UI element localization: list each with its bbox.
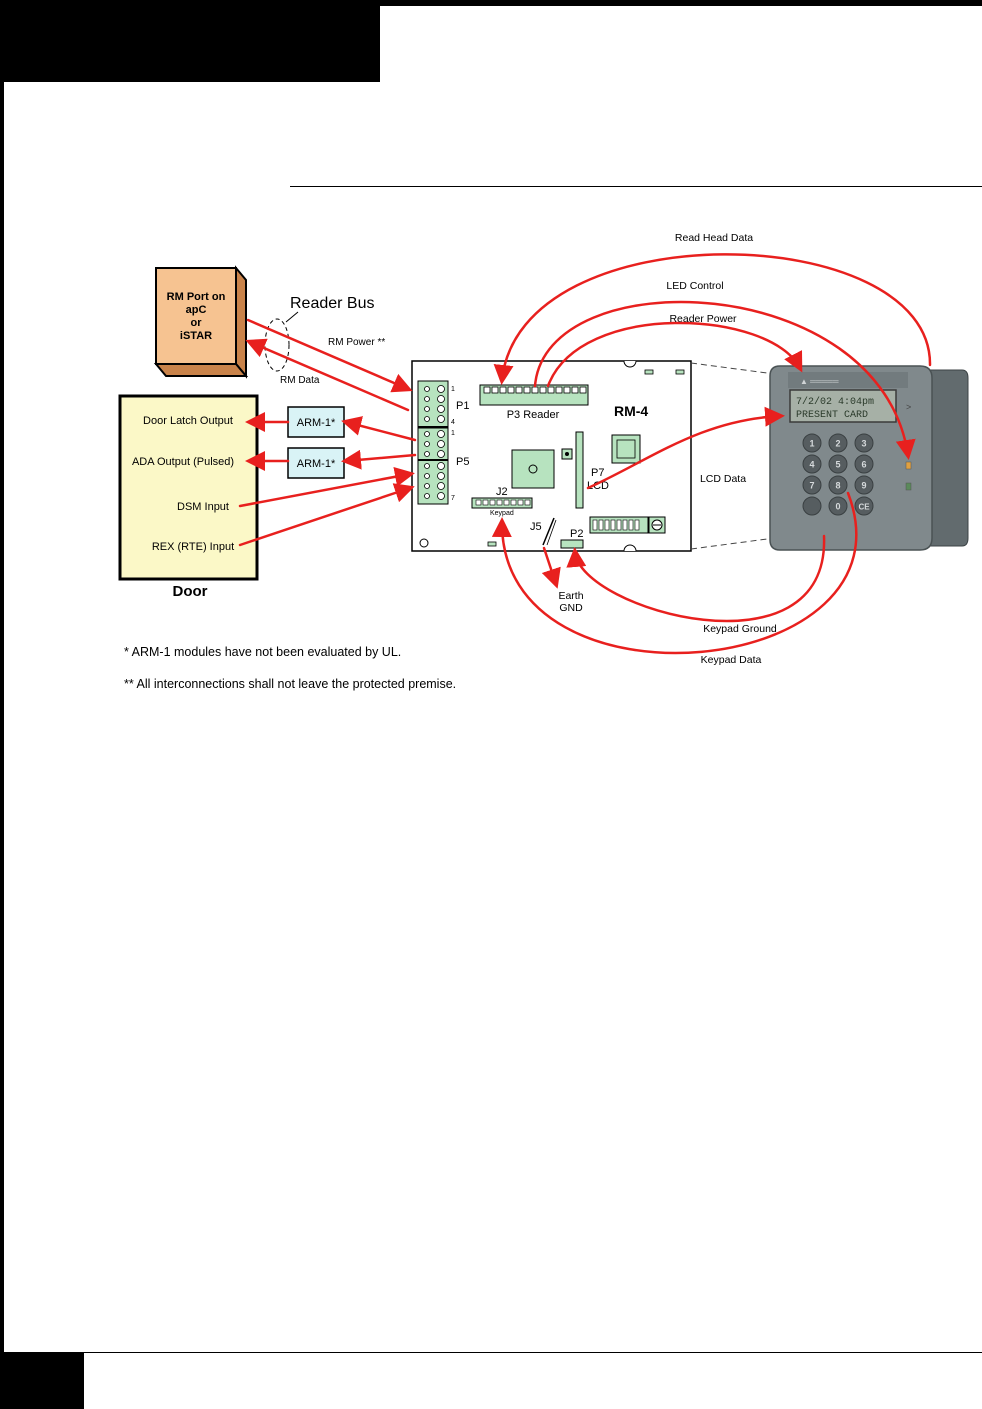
rm-port-line2: apC (186, 304, 207, 316)
ada-output-label: ADA Output (Pulsed) (132, 456, 234, 468)
regulator-chip (511, 449, 555, 489)
keypad-key[interactable] (802, 496, 822, 516)
dsm-input-label: DSM Input (177, 501, 229, 513)
door-box: Door Latch Output ADA Output (Pulsed) DS… (118, 394, 259, 600)
header-black-block (0, 0, 380, 82)
keypad-key-label: 3 (861, 439, 866, 449)
rm-data-label: RM Data (280, 375, 320, 386)
terminal-p1: 1 4 P1 (417, 380, 469, 428)
terminal-p5: 1 7 P5 (417, 427, 469, 505)
keypad-keys: 1 2 3 4 5 6 7 8 9 0 CE (802, 433, 874, 516)
keypad-key[interactable] (802, 433, 822, 453)
p7-label: P7 (591, 467, 604, 479)
keypad-key-label: 4 (809, 460, 814, 470)
page-top-border (0, 0, 982, 6)
arm-module-2-label: ARM-1* (297, 458, 336, 470)
rm-power-label: RM Power ** (328, 337, 385, 348)
lcd-line1: 7/2/02 4:04pm (796, 396, 874, 408)
rm-port-box: RM Port on apC or iSTAR (153, 265, 249, 379)
read-head-data-label: Read Head Data (675, 232, 753, 244)
keypad-reader-device: ▲ ═════ 7/2/02 4:04pm PRESENT CARD > 1 2 3… (769, 365, 969, 551)
connector-p3: P3 Reader (479, 384, 589, 421)
keypad-key-label: 2 (835, 439, 840, 449)
keypad-key-label: 7 (809, 481, 814, 491)
board-title: RM-4 (614, 403, 648, 419)
rm-port-line3: or (191, 317, 203, 329)
page-left-border (0, 0, 4, 1409)
keypad-key[interactable] (828, 475, 848, 495)
svg-text:▲ ═════: ▲ ═════ (800, 377, 839, 386)
keypad-data-label: Keypad Data (701, 654, 762, 666)
arm-module-2: ARM-1* (287, 447, 345, 479)
door-title: Door (173, 583, 208, 600)
keypad-key[interactable] (854, 496, 874, 516)
keypad-key-label: 0 (835, 502, 840, 512)
footer-rule (0, 1352, 982, 1353)
p1-pin1-label: 1 (451, 386, 455, 393)
keypad-key-label: 1 (809, 439, 814, 449)
keypad-ground-label: Keypad Ground (703, 623, 777, 635)
keypad-key-label: 6 (861, 460, 866, 470)
reader-power-label: Reader Power (669, 313, 737, 325)
keypad-key[interactable] (854, 475, 874, 495)
connector-p2 (560, 539, 584, 549)
keypad-key[interactable] (802, 475, 822, 495)
svg-text:>: > (906, 402, 911, 412)
keypad-key-label: 5 (835, 460, 840, 470)
rm-port-line1: RM Port on (167, 291, 226, 303)
footnote-premise: ** All interconnections shall not leave … (124, 677, 457, 691)
p1-label: P1 (456, 400, 469, 412)
led-control-label: LED Control (666, 280, 723, 292)
keypad-key[interactable] (802, 454, 822, 474)
j2-label: J2 (496, 486, 508, 498)
keypad-key[interactable] (854, 433, 874, 453)
p5-label: P5 (456, 456, 469, 468)
gnd-label: GND (559, 602, 583, 614)
connector-p7 (575, 431, 584, 509)
arm-module-1-label: ARM-1* (297, 417, 336, 429)
footer-black-block (0, 1353, 84, 1409)
door-latch-output-label: Door Latch Output (143, 415, 233, 427)
p5-pin1-label: 1 (451, 430, 455, 437)
microcontroller-chip (611, 434, 641, 464)
keypad-key-label: CE (858, 503, 870, 512)
rm4-board: RM-4 1 4 P1 (411, 360, 692, 552)
reader-bus-label: Reader Bus (290, 295, 375, 312)
keypad-key[interactable] (828, 496, 848, 516)
keypad-key[interactable] (828, 433, 848, 453)
earth-label: Earth (558, 590, 583, 602)
keypad-key[interactable] (854, 454, 874, 474)
j2-keypad-label: Keypad (490, 510, 514, 517)
p1-pin4-label: 4 (451, 419, 455, 426)
keypad-key-label: 9 (861, 481, 866, 491)
j5-label: J5 (530, 521, 542, 533)
rm-port-line4: iSTAR (180, 330, 212, 342)
keypad-key[interactable] (828, 454, 848, 474)
lcd-line2: PRESENT CARD (796, 410, 868, 421)
lcd-screen (789, 389, 897, 423)
p3-reader-label: P3 Reader (507, 409, 560, 421)
keypad-key-label: 8 (835, 481, 840, 491)
reader-bus-ellipse (264, 318, 290, 372)
p5-pin7-label: 7 (451, 495, 455, 502)
connector-j2: J2 Keypad (471, 486, 533, 517)
rex-input-label: REX (RTE) Input (152, 541, 234, 553)
p2-label: P2 (570, 528, 583, 540)
lcd-data-label: LCD Data (700, 473, 746, 485)
header-rule (290, 186, 982, 187)
lcd-connector-label: LCD (587, 480, 609, 492)
arm-module-1: ARM-1* (287, 406, 345, 438)
footnote-arm: * ARM-1 modules have not been evaluated … (124, 645, 402, 659)
